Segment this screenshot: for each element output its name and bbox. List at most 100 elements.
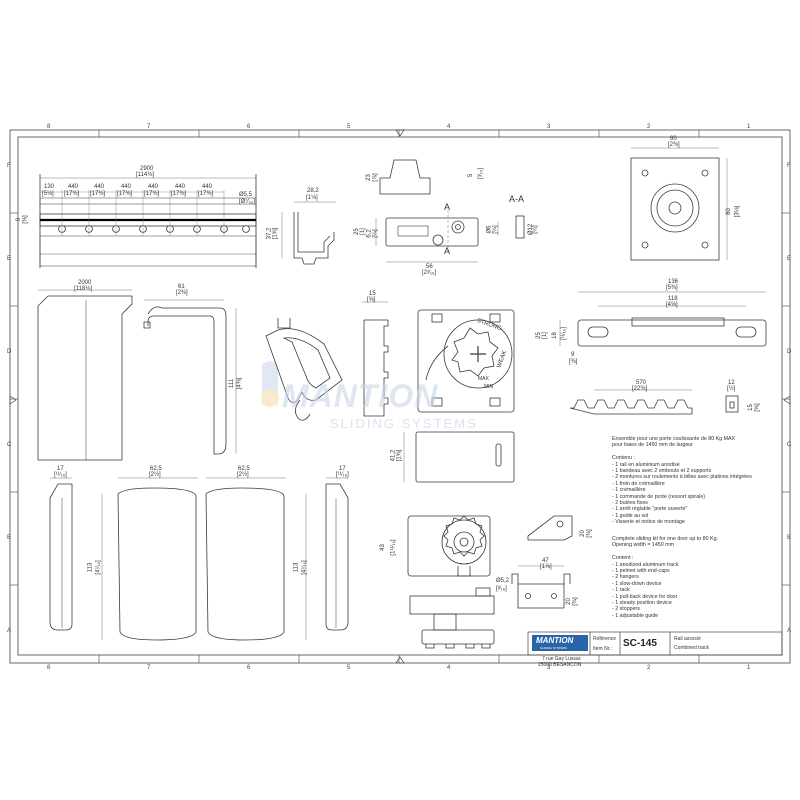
dim-rail-length-in: [114⅛] xyxy=(136,172,154,178)
dim-pitch-3: 440 xyxy=(121,184,132,190)
notes-en-item: - 2 hangers xyxy=(612,574,639,581)
floor-guide-drawing xyxy=(559,291,767,347)
reference-label: Référence xyxy=(593,636,617,642)
dim-guide-l1-in: [5⅜] xyxy=(666,285,678,291)
dim-cap-width-left-in: [¹¹⁄₁₆] xyxy=(54,472,67,478)
end-cap-drawings xyxy=(49,477,349,641)
dim-pitch-first: 130 xyxy=(44,184,55,190)
brand-logo-subtitle: SLIDING SYSTEMS xyxy=(540,646,568,650)
grid-ticks xyxy=(10,130,790,663)
dim-bracket-height-in: [¾] xyxy=(572,597,579,606)
dim-cap-height-right-in: [4⁷⁄₁₆] xyxy=(301,560,308,575)
dim-pitch-4-in: [17⅜] xyxy=(144,191,160,197)
dim-box-height-in: [1⅝] xyxy=(396,449,403,462)
wedge-stopper-drawing xyxy=(527,515,573,541)
rail-profile-drawing xyxy=(281,201,336,265)
grid-row-f: F xyxy=(7,163,11,169)
dim-cap-depth-1: 62,5 xyxy=(150,466,162,472)
notes-fr-item: - 1 commande de porte (ressort spirale) xyxy=(612,493,706,500)
dim-cap-height-left: 113 xyxy=(87,562,94,573)
dim-pinion-height-in: [1¹¹⁄₁₆] xyxy=(390,539,397,556)
grid-row-b: B xyxy=(7,535,12,541)
track-rail-drawing xyxy=(39,174,257,268)
dim-guide-h3-in: [⅜] xyxy=(569,359,578,365)
notes-fr-item: - Visserie et notice de montage xyxy=(612,519,685,526)
grid-row-a-right: A xyxy=(787,628,792,634)
dim-cap-width-right-in: [¹¹⁄₁₆] xyxy=(336,472,349,478)
notes-fr-title-1: Ensemble pour une porte coulissante de 8… xyxy=(612,436,736,442)
grid-col-1: 1 xyxy=(747,124,751,130)
watermark-subtext: SLIDING SYSTEMS xyxy=(330,416,478,431)
dim-fascia-depth: 61 xyxy=(178,284,185,290)
brand-logo-background xyxy=(532,635,588,651)
dim-stop-h2: 5 xyxy=(468,173,475,178)
dim-stop-length: 56 xyxy=(426,264,433,270)
dim-profile-width-in: [1⅛] xyxy=(306,195,318,201)
dim-rail-height-in: [⅜] xyxy=(22,215,29,224)
notes-fr-item: - 1 guide au sol xyxy=(612,512,649,519)
pinion-drawing xyxy=(407,515,491,577)
dim-rack-h2-in: [⅝] xyxy=(754,403,761,412)
dim-pitch-5-in: [17⅜] xyxy=(171,191,187,197)
dim-profile-width: 28,2 xyxy=(307,188,319,194)
grid-row-f-right: F xyxy=(787,163,791,169)
grid-col-5-bottom: 5 xyxy=(347,665,351,671)
grid-col-8: 8 xyxy=(47,124,51,130)
dim-guide-h2: 18 xyxy=(551,332,558,339)
wheel-label-max: MAX xyxy=(478,376,489,382)
dim-pitch-1-in: [17⅜] xyxy=(64,191,80,197)
wheel-label-min: MIN xyxy=(484,384,494,390)
part-drawings xyxy=(37,147,767,649)
dim-pitch-2-in: [17⅜] xyxy=(90,191,106,197)
dim-plate-height-in: [3⅛] xyxy=(734,205,741,218)
reference-number: SC-145 xyxy=(623,638,657,649)
dim-pitch-3-in: [17⅜] xyxy=(117,191,133,197)
dim-damper-width-in: [⅝] xyxy=(367,297,376,303)
notes-fr-item: - 2 butées fixes xyxy=(612,499,648,506)
notes-en-title-1: Complete sliding kit for one door up to … xyxy=(612,536,718,542)
dim-damper-width: 15 xyxy=(369,291,376,297)
dim-cap-depth-2: 62,5 xyxy=(238,466,250,472)
adjustable-stop-drawing xyxy=(511,565,571,609)
hanger-drawing xyxy=(265,318,343,421)
inner-frame xyxy=(17,136,783,656)
dim-rack-h1-in: [½] xyxy=(727,386,736,392)
grid-col-6: 6 xyxy=(247,124,251,130)
notes-fr-item: - 1 rail en aluminium anodisé xyxy=(612,461,680,468)
dim-cap-depth-2-in: [2½] xyxy=(237,472,249,478)
dim-pitch-5: 440 xyxy=(175,184,186,190)
item-number-label: Item Nr.: xyxy=(593,646,612,652)
grid-row-c-right: C xyxy=(787,442,792,448)
dim-cap-depth-1-in: [2½] xyxy=(149,472,161,478)
notes-en-item: - 1 pull-back device for door xyxy=(612,593,678,600)
dim-cap-width-left: 17 xyxy=(57,466,64,472)
grid-row-b-right: B xyxy=(787,535,792,541)
grid-row-d: D xyxy=(7,349,12,355)
dim-fascia-height-in: [4⅜] xyxy=(236,377,243,390)
dim-guide-h3: 9 xyxy=(571,352,575,358)
grid-row-c: C xyxy=(7,442,12,448)
dim-guide-l2-in: [4⅝] xyxy=(666,302,678,308)
notes-fr: Ensemble pour une porte coulissante de 8… xyxy=(612,436,752,525)
dim-section-d1-in: [¼] xyxy=(492,225,499,234)
grid-row-a: A xyxy=(7,628,12,634)
dim-rail-length: 2900 xyxy=(140,166,154,172)
dim-plate-width: 60 xyxy=(670,136,677,142)
section-title: A-A xyxy=(509,194,525,204)
dim-pitch-1: 440 xyxy=(68,184,79,190)
dim-fascia-length: 2000 xyxy=(78,280,92,286)
rack-drawing xyxy=(569,389,739,415)
dim-pinion-height: 43 xyxy=(379,544,386,551)
notes-en-item: - 1 slow-down device xyxy=(612,580,662,587)
notes-en-title-2: Opening width = 1450 mm xyxy=(612,542,674,549)
dim-pitch-first-in: [5⅛] xyxy=(42,191,54,197)
grid-row-e: E xyxy=(7,256,12,262)
dim-cap-height-left-in: [4⁷⁄₁₆] xyxy=(95,560,102,575)
dim-rack-length-in: [22⅜] xyxy=(632,386,648,392)
pull-back-device-drawing xyxy=(417,309,515,413)
dim-stop-h4-in: [¼] xyxy=(372,229,379,238)
dim-section-d2-in: [½] xyxy=(532,225,539,234)
notes-fr-item: - 1 frein de crémaillère xyxy=(612,480,665,487)
grid-col-2: 2 xyxy=(647,124,651,130)
